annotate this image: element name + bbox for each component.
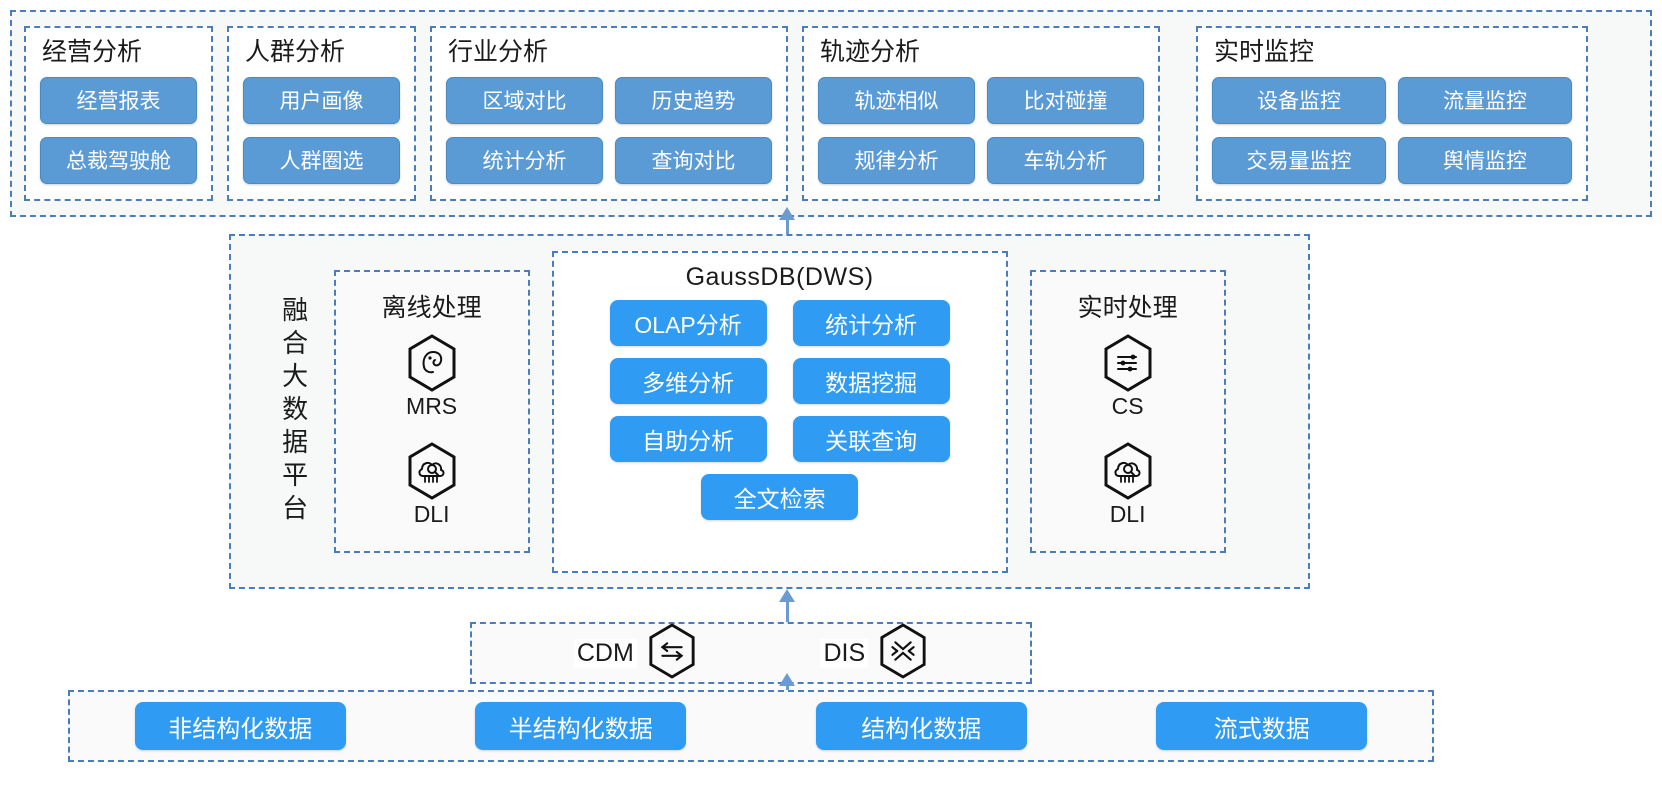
app-button-grid: 用户画像 人群圈选 xyxy=(243,76,400,187)
app-button[interactable]: 经营报表 xyxy=(40,76,197,124)
service-dli-realtime: DLI xyxy=(1102,442,1154,528)
gaussdb-button-grid: OLAP分析 统计分析 多维分析 数据挖掘 自助分析 关联查询 xyxy=(609,299,950,462)
platform-layer: 融合大数据平台 离线处理 MRS xyxy=(229,234,1310,589)
gaussdb-button[interactable]: 数据挖掘 xyxy=(792,357,950,404)
gaussdb-button[interactable]: OLAP分析 xyxy=(609,299,767,346)
app-button[interactable]: 人群圈选 xyxy=(243,136,400,184)
gaussdb-wide-button-row: 全文检索 xyxy=(701,473,859,520)
stream-flow-hexagon-icon xyxy=(1102,334,1154,392)
app-group-title: 经营分析 xyxy=(42,38,143,66)
stream-scatter-hexagon-icon xyxy=(878,622,928,684)
app-group-title: 轨迹分析 xyxy=(820,38,921,66)
source-button[interactable]: 流式数据 xyxy=(1156,702,1368,750)
app-group-title: 行业分析 xyxy=(448,38,549,66)
ingestion-label: CDM xyxy=(573,638,637,668)
gaussdb-fulltext-search-button[interactable]: 全文检索 xyxy=(701,473,859,520)
app-button[interactable]: 用户画像 xyxy=(243,76,400,124)
realtime-processing-title: 实时处理 xyxy=(1077,294,1178,322)
source-button[interactable]: 非结构化数据 xyxy=(134,702,346,750)
offline-processing-box: 离线处理 MRS xyxy=(333,270,530,553)
app-group-operation-analysis: 经营分析 经营报表 总裁驾驶舱 xyxy=(24,26,213,201)
app-button-grid: 设备监控 交易量监控 流量监控 舆情监控 xyxy=(1212,76,1572,187)
bidirectional-transfer-hexagon-icon xyxy=(647,622,697,684)
app-group-title: 人群分析 xyxy=(245,38,346,66)
ingestion-item-dis[interactable]: DIS xyxy=(820,622,928,684)
service-label: DLI xyxy=(1109,501,1146,527)
realtime-processing-box: 实时处理 CS xyxy=(1029,270,1226,553)
app-button[interactable]: 规律分析 xyxy=(818,136,975,184)
gaussdb-button[interactable]: 自助分析 xyxy=(609,415,767,462)
ingestion-label: DIS xyxy=(820,638,869,668)
app-group-trajectory-analysis: 轨迹分析 轨迹相似 规律分析 比对碰撞 车轨分析 xyxy=(802,26,1160,201)
source-button[interactable]: 结构化数据 xyxy=(815,702,1027,750)
service-label: DLI xyxy=(413,501,450,527)
app-button[interactable]: 车轨分析 xyxy=(987,136,1144,184)
ingestion-item-cdm[interactable]: CDM xyxy=(573,622,697,684)
app-button[interactable]: 查询对比 xyxy=(615,136,772,184)
hadoop-elephant-hexagon-icon xyxy=(406,334,458,392)
app-button[interactable]: 设备监控 xyxy=(1212,76,1386,124)
app-button-grid: 轨迹相似 规律分析 比对碰撞 车轨分析 xyxy=(818,76,1144,187)
app-button[interactable]: 历史趋势 xyxy=(615,76,772,124)
ingestion-layer: CDM DIS xyxy=(470,622,1032,684)
app-button[interactable]: 总裁驾驶舱 xyxy=(40,136,197,184)
gaussdb-title: GaussDB(DWS) xyxy=(685,262,874,291)
service-mrs: MRS xyxy=(406,334,458,420)
app-button[interactable]: 流量监控 xyxy=(1398,76,1572,124)
app-group-realtime-monitoring: 实时监控 设备监控 交易量监控 流量监控 舆情监控 xyxy=(1196,26,1588,201)
service-dli-offline: DLI xyxy=(406,442,458,528)
app-group-title: 实时监控 xyxy=(1214,38,1315,66)
app-button[interactable]: 比对碰撞 xyxy=(987,76,1144,124)
offline-processing-title: 离线处理 xyxy=(381,294,482,322)
app-button[interactable]: 统计分析 xyxy=(446,136,603,184)
service-label: MRS xyxy=(406,393,458,419)
application-layer: 经营分析 经营报表 总裁驾驶舱 人群分析 用户画像 人群圈选 行业分析 区域对比… xyxy=(10,10,1652,217)
gaussdb-box: GaussDB(DWS) OLAP分析 统计分析 多维分析 数据挖掘 自助分析 … xyxy=(551,250,1008,573)
gaussdb-button[interactable]: 多维分析 xyxy=(609,357,767,404)
app-button[interactable]: 舆情监控 xyxy=(1398,136,1572,184)
data-source-layer: 非结构化数据 半结构化数据 结构化数据 流式数据 xyxy=(68,690,1434,762)
app-button-grid: 经营报表 总裁驾驶舱 xyxy=(40,76,197,187)
gaussdb-button[interactable]: 关联查询 xyxy=(792,415,950,462)
service-label: CS xyxy=(1111,393,1144,419)
source-button[interactable]: 半结构化数据 xyxy=(475,702,687,750)
app-group-crowd-analysis: 人群分析 用户画像 人群圈选 xyxy=(227,26,416,201)
platform-title: 融合大数据平台 xyxy=(278,296,309,527)
service-cs: CS xyxy=(1102,334,1154,420)
app-button[interactable]: 交易量监控 xyxy=(1212,136,1386,184)
app-group-industry-analysis: 行业分析 区域对比 统计分析 历史趋势 查询对比 xyxy=(430,26,788,201)
cloud-search-hexagon-icon xyxy=(1102,442,1154,500)
app-button[interactable]: 轨迹相似 xyxy=(818,76,975,124)
cloud-search-hexagon-icon xyxy=(406,442,458,500)
app-button[interactable]: 区域对比 xyxy=(446,76,603,124)
gaussdb-button[interactable]: 统计分析 xyxy=(792,299,950,346)
app-button-grid: 区域对比 统计分析 历史趋势 查询对比 xyxy=(446,76,772,187)
